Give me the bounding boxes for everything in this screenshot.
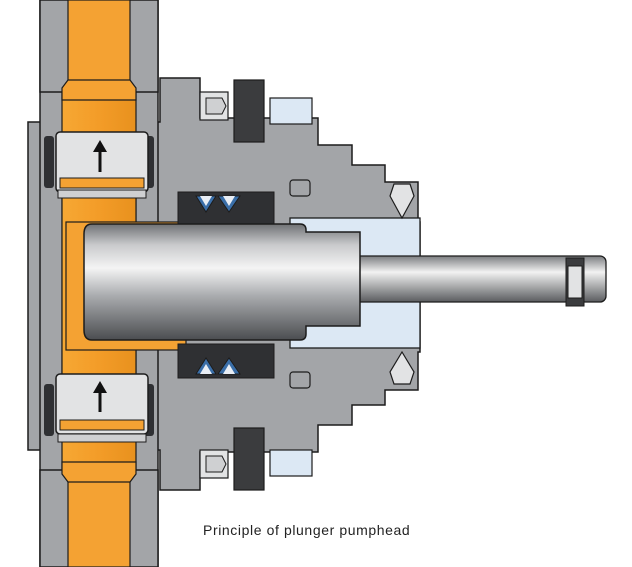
outlet-check-valve [55, 131, 149, 199]
arrow-up-icon [93, 140, 107, 172]
lower-seal [177, 343, 275, 379]
housing-step-top [289, 179, 415, 220]
diagram-caption: Principle of plunger pumphead [203, 522, 411, 538]
upper-seal [177, 191, 275, 227]
housing-step-bottom [289, 350, 415, 389]
arrow-up-icon [93, 381, 107, 412]
o-ring-left-bottom [44, 384, 54, 436]
bottom-fitting-taper [61, 461, 137, 483]
top-fitting-taper [61, 79, 137, 101]
o-ring-left-top [44, 136, 54, 188]
top-fitting-bore [67, 0, 131, 89]
bottom-fitting-bore [67, 477, 131, 567]
inlet-check-valve [55, 373, 149, 443]
bottom-mount-screw [199, 427, 313, 491]
rod-nut-inner [567, 265, 583, 299]
top-mount-screw [199, 79, 313, 143]
plunger-piston [83, 223, 361, 341]
